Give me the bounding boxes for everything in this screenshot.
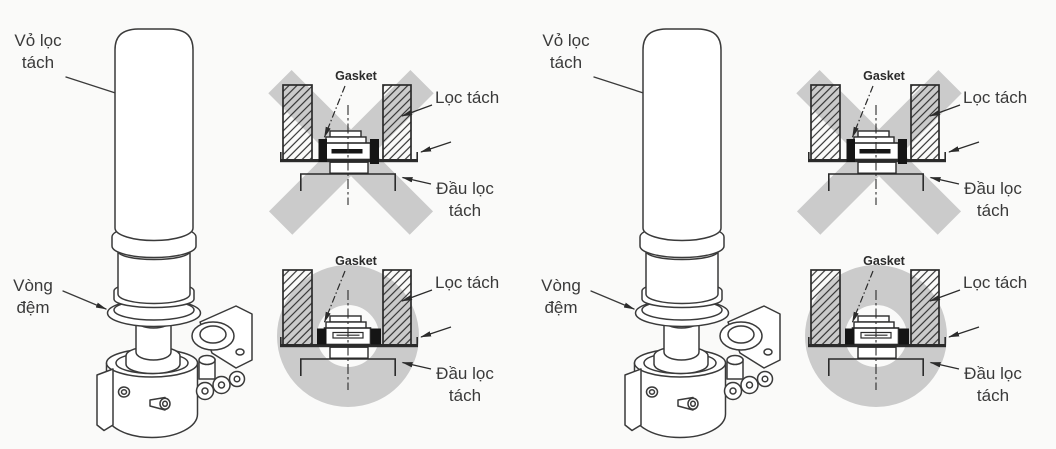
filter-head-label: Đầu lọc tách	[436, 179, 494, 220]
seal-ring-label: Vòng đệm	[13, 276, 53, 317]
filter-label: Lọc tách	[435, 273, 500, 292]
panel-left: Vỏ lọc tách Vòng đệm Gasket Lọc tách Đầu…	[0, 0, 530, 449]
filter-label: Lọc tách	[963, 88, 1028, 107]
separator-filter-illustration	[63, 29, 252, 438]
filter-label: Lọc tách	[435, 88, 500, 107]
cross-section-correct: Gasket Lọc tách Đầu lọc tách	[268, 240, 530, 440]
separator-filter-illustration	[591, 29, 780, 438]
gasket-label: Gasket	[863, 254, 905, 268]
separator-isometric-drawing: Vỏ lọc tách Vòng đệm	[528, 0, 798, 449]
housing-label: Vỏ lọc tách	[14, 31, 62, 72]
filter-label: Lọc tách	[963, 273, 1028, 292]
gasket-label: Gasket	[863, 69, 905, 83]
gasket-label: Gasket	[335, 254, 377, 268]
cross-section-correct: Gasket Lọc tách Đầu lọc tách	[796, 240, 1056, 440]
cross-section-incorrect-svg	[268, 69, 530, 235]
filter-head-label: Đầu lọc tách	[964, 364, 1022, 405]
cross-section-correct-svg	[268, 240, 530, 440]
cross-section-correct-svg	[796, 240, 1056, 440]
housing-label: Vỏ lọc tách	[542, 31, 590, 72]
seal-ring-label: Vòng đệm	[541, 276, 581, 317]
cross-section-incorrect-svg	[796, 69, 1056, 235]
panel-right: Vỏ lọc tách Vòng đệm Gasket Lọc tách Đầu…	[528, 0, 1056, 449]
gasket-label: Gasket	[335, 69, 377, 83]
filter-head-label: Đầu lọc tách	[964, 179, 1022, 220]
separator-isometric-drawing: Vỏ lọc tách Vòng đệm	[0, 0, 270, 449]
filter-head-label: Đầu lọc tách	[436, 364, 494, 405]
cross-section-incorrect: Gasket Lọc tách Đầu lọc tách	[796, 55, 1056, 255]
cross-section-incorrect: Gasket Lọc tách Đầu lọc tách	[268, 55, 530, 255]
